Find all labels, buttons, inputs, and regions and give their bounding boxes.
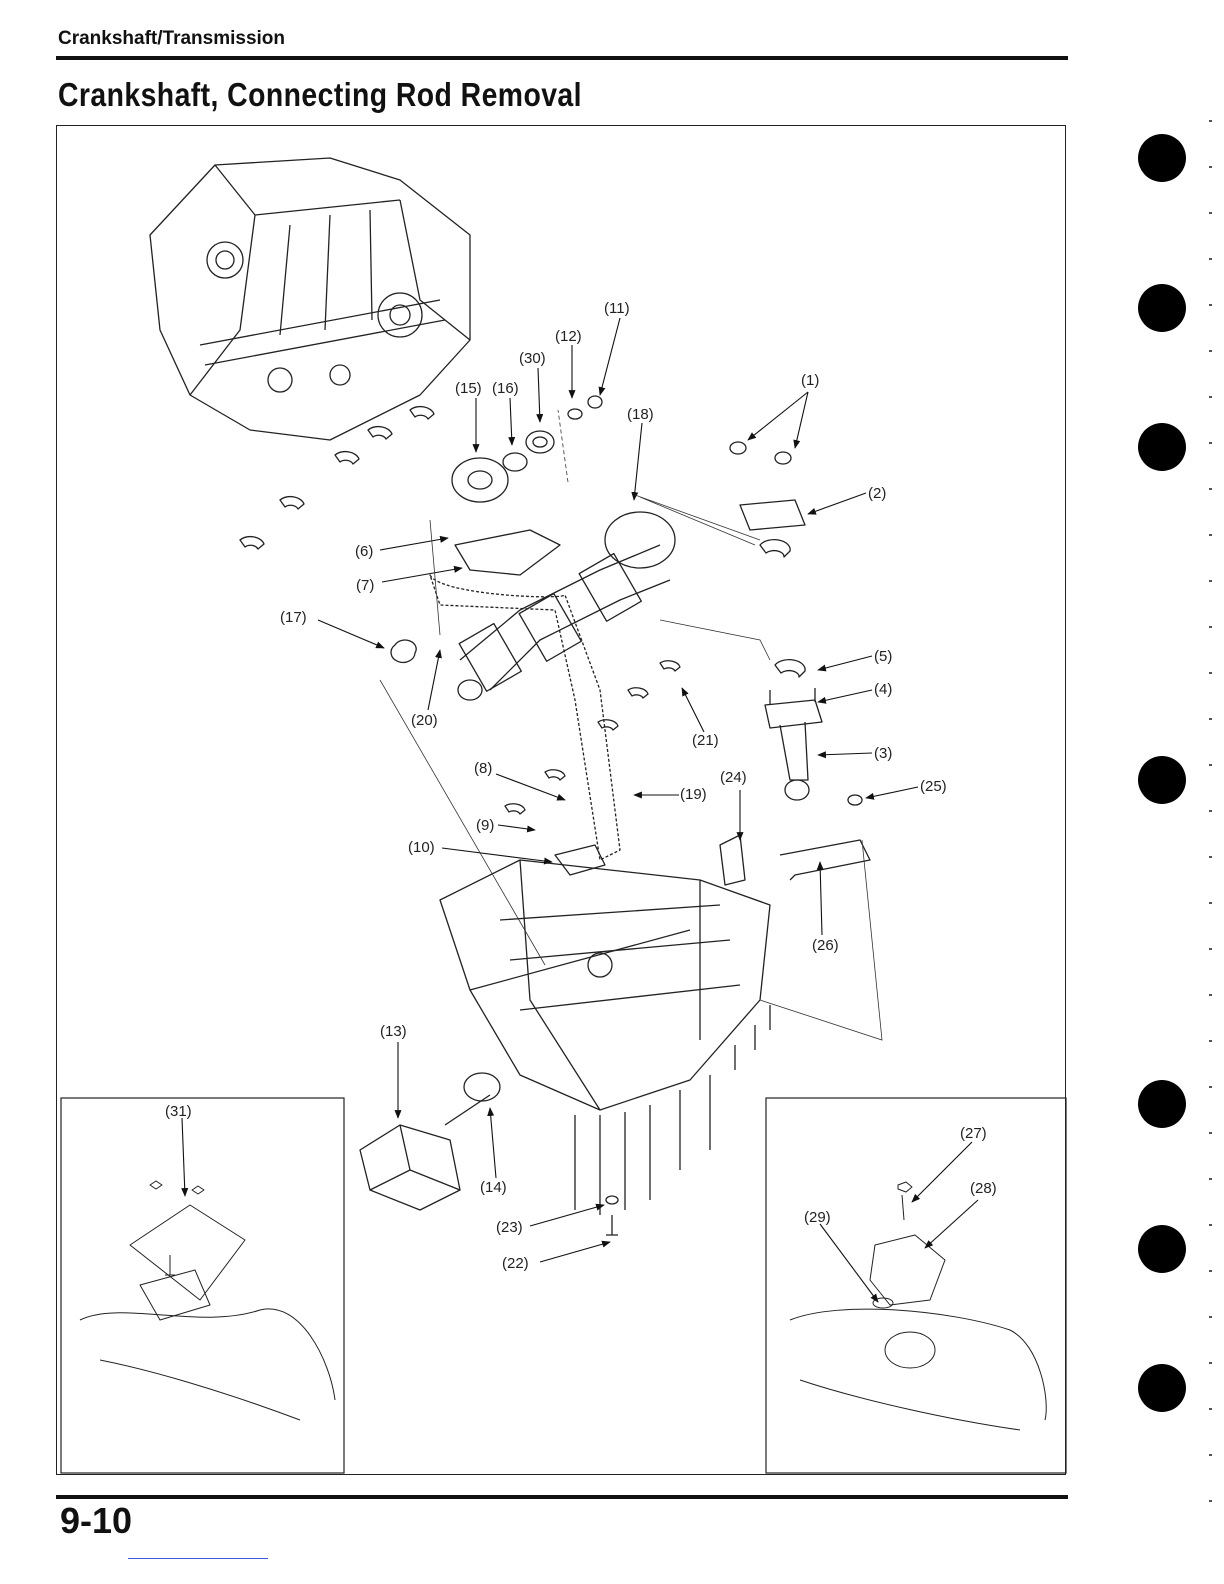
callout-19: (19) [680,786,707,803]
callout-23: (23) [496,1219,523,1236]
page-number: 9-10 [60,1500,132,1542]
page-edge-marks [1209,120,1212,1520]
callout-4: (4) [874,681,892,698]
callout-25: (25) [920,778,947,795]
section-tab-dot [1138,1225,1186,1273]
oil-pump-illustration [360,1073,618,1235]
connecting-rod-illustration [730,442,822,800]
callout-7: (7) [356,577,374,594]
section-tab-dot [1138,284,1186,332]
rod-bearing-shells [505,661,680,814]
link-underline[interactable] [128,1558,268,1559]
inset-box-right [766,1098,1066,1473]
callout-1: (1) [801,372,819,389]
section-tab-dot [1138,756,1186,804]
main-bearing-shells [240,407,434,549]
callout-9: (9) [476,817,494,834]
section-tab-dot [1138,134,1186,182]
callout-24: (24) [720,769,747,786]
section-tab-dot [1138,1080,1186,1128]
callout-18: (18) [627,406,654,423]
inset-box-left [61,1098,344,1473]
callout-labels: (11) (12) (30) (15) (16) (18) (1) (2) (6… [165,300,997,1272]
callout-3: (3) [874,745,892,762]
callout-8: (8) [474,760,492,777]
callout-20: (20) [411,712,438,729]
callout-12: (12) [555,328,582,345]
callout-16: (16) [492,380,519,397]
callout-26: (26) [812,937,839,954]
callout-27: (27) [960,1125,987,1142]
callout-5: (5) [874,648,892,665]
callout-29: (29) [804,1209,831,1226]
callout-31: (31) [165,1103,192,1120]
callout-10: (10) [408,839,435,856]
left-inset-illustration [80,1181,335,1420]
footer-rule [56,1495,1068,1499]
callout-17: (17) [280,609,307,626]
callout-2: (2) [868,485,886,502]
primary-gear-illustration [452,396,602,502]
cam-chain-illustration [391,530,620,875]
callout-11: (11) [604,300,630,317]
callout-14: (14) [480,1179,507,1196]
section-tab-dot [1138,423,1186,471]
crankshaft-illustration [458,512,675,700]
callout-15: (15) [455,380,482,397]
section-tab-dot [1138,1364,1186,1412]
callout-22: (22) [502,1255,529,1272]
callout-13: (13) [380,1023,407,1040]
callout-30: (30) [519,350,546,367]
callout-21: (21) [692,732,719,749]
lower-crankcase-illustration [440,795,870,1215]
leader-lines [182,318,978,1302]
callout-6: (6) [355,543,373,560]
upper-crankcase-illustration [150,158,470,440]
callout-28: (28) [970,1180,997,1197]
